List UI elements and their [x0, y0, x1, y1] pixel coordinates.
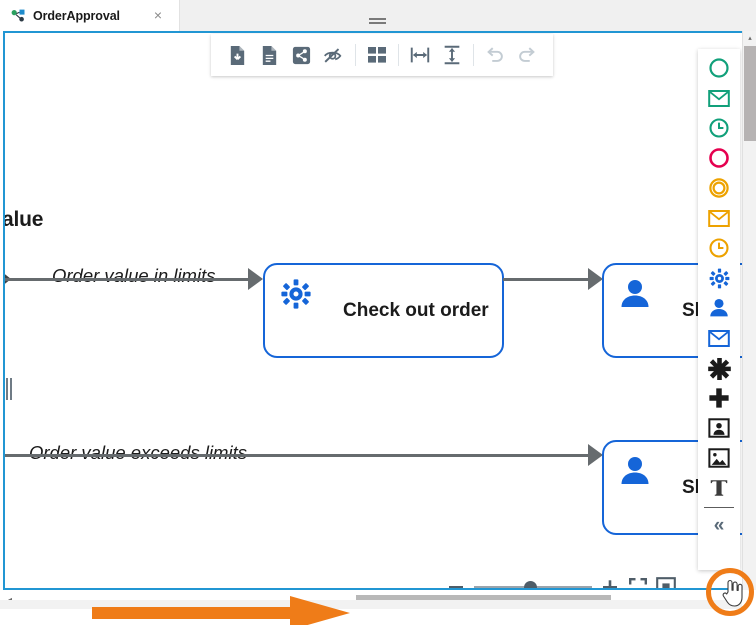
- connector-line-top-2[interactable]: [503, 278, 593, 281]
- share-icon[interactable]: [285, 38, 317, 72]
- palette-divider: [704, 507, 734, 508]
- fit-to-screen-button[interactable]: [624, 573, 652, 588]
- undo-icon: [479, 38, 511, 72]
- toolbar-separator: [472, 44, 474, 66]
- node-check-out-order[interactable]: Check out order: [263, 263, 504, 358]
- resize-grip[interactable]: [369, 18, 386, 24]
- connector-line-bottom[interactable]: [5, 454, 593, 457]
- toolbar-separator: [397, 44, 399, 66]
- diagram-canvas[interactable]: alue Order value in limits: [5, 33, 751, 588]
- document-icon[interactable]: [253, 38, 285, 72]
- hand-cursor: [720, 578, 744, 608]
- tab-label: OrderApproval: [33, 8, 120, 23]
- palette-message-intermediate-event[interactable]: [698, 203, 740, 233]
- toolbar-separator: [354, 44, 356, 66]
- palette-start-event[interactable]: [698, 53, 740, 83]
- palette-gateway-complex[interactable]: [698, 353, 740, 383]
- horizontal-scrollbar-thumb[interactable]: [356, 595, 611, 604]
- zoom-in-button[interactable]: [596, 573, 624, 588]
- diagram-editor: alue Order value in limits: [3, 31, 753, 590]
- palette-pool-participant[interactable]: [698, 413, 740, 443]
- palette-user-task[interactable]: [698, 293, 740, 323]
- center-diagram-button[interactable]: [652, 573, 680, 588]
- tab-bar: OrderApproval ×: [0, 0, 756, 31]
- palette-timer-start-event[interactable]: [698, 113, 740, 143]
- edge-label-in-limits: Order value in limits: [52, 265, 216, 286]
- shape-palette: «: [698, 49, 740, 570]
- pool-lane-title: alue: [5, 208, 44, 231]
- palette-gateway-parallel[interactable]: [698, 383, 740, 413]
- zoom-slider-thumb[interactable]: [524, 581, 537, 588]
- orange-highlight-circle: [706, 568, 754, 616]
- palette-text-annotation[interactable]: [698, 473, 740, 503]
- distribute-horizontal-icon[interactable]: [404, 38, 436, 72]
- status-strip: [0, 600, 742, 609]
- edge-label-exceeds-limits: Order value exceeds limits: [29, 442, 247, 463]
- person-icon: [618, 277, 652, 311]
- diagram-toolbar: [211, 34, 553, 76]
- zoom-slider[interactable]: [474, 573, 592, 588]
- tab-order-approval[interactable]: OrderApproval ×: [0, 0, 180, 31]
- distribute-vertical-icon[interactable]: [436, 38, 468, 72]
- palette-send-task[interactable]: [698, 323, 740, 353]
- connector-line-top[interactable]: [5, 278, 253, 281]
- close-icon[interactable]: ×: [153, 7, 163, 23]
- diagram-node-icon: [10, 8, 26, 24]
- palette-collapse-button[interactable]: «: [713, 515, 725, 536]
- orange-pointer-arrow: [92, 596, 350, 625]
- node-label: Check out order: [343, 299, 489, 321]
- zoom-out-button[interactable]: [442, 573, 470, 588]
- scroll-left-arrow[interactable]: ◂: [5, 594, 15, 605]
- gear-icon: [279, 277, 313, 311]
- connector-arrowhead-top: [248, 268, 263, 290]
- redo-icon: [511, 38, 543, 72]
- palette-intermediate-event[interactable]: [698, 173, 740, 203]
- vertical-scrollbar[interactable]: ▴ ▾: [742, 31, 756, 590]
- person-icon: [618, 454, 652, 488]
- connector-arrowhead-top-2: [588, 268, 603, 290]
- scroll-up-arrow[interactable]: ▴: [748, 35, 752, 42]
- zoom-controls: [442, 573, 680, 588]
- vertical-scrollbar-thumb[interactable]: [744, 46, 756, 141]
- palette-service-task[interactable]: [698, 263, 740, 293]
- connector-arrowhead-bottom: [588, 444, 603, 466]
- palette-image[interactable]: [698, 443, 740, 473]
- palette-end-event[interactable]: [698, 143, 740, 173]
- palette-message-start-event[interactable]: [698, 83, 740, 113]
- palette-timer-intermediate-event[interactable]: [698, 233, 740, 263]
- save-download-icon[interactable]: [221, 38, 253, 72]
- eye-slash-icon[interactable]: [317, 38, 349, 72]
- panel-splitter-handle[interactable]: [5, 378, 13, 400]
- grid-layout-icon[interactable]: [360, 38, 392, 72]
